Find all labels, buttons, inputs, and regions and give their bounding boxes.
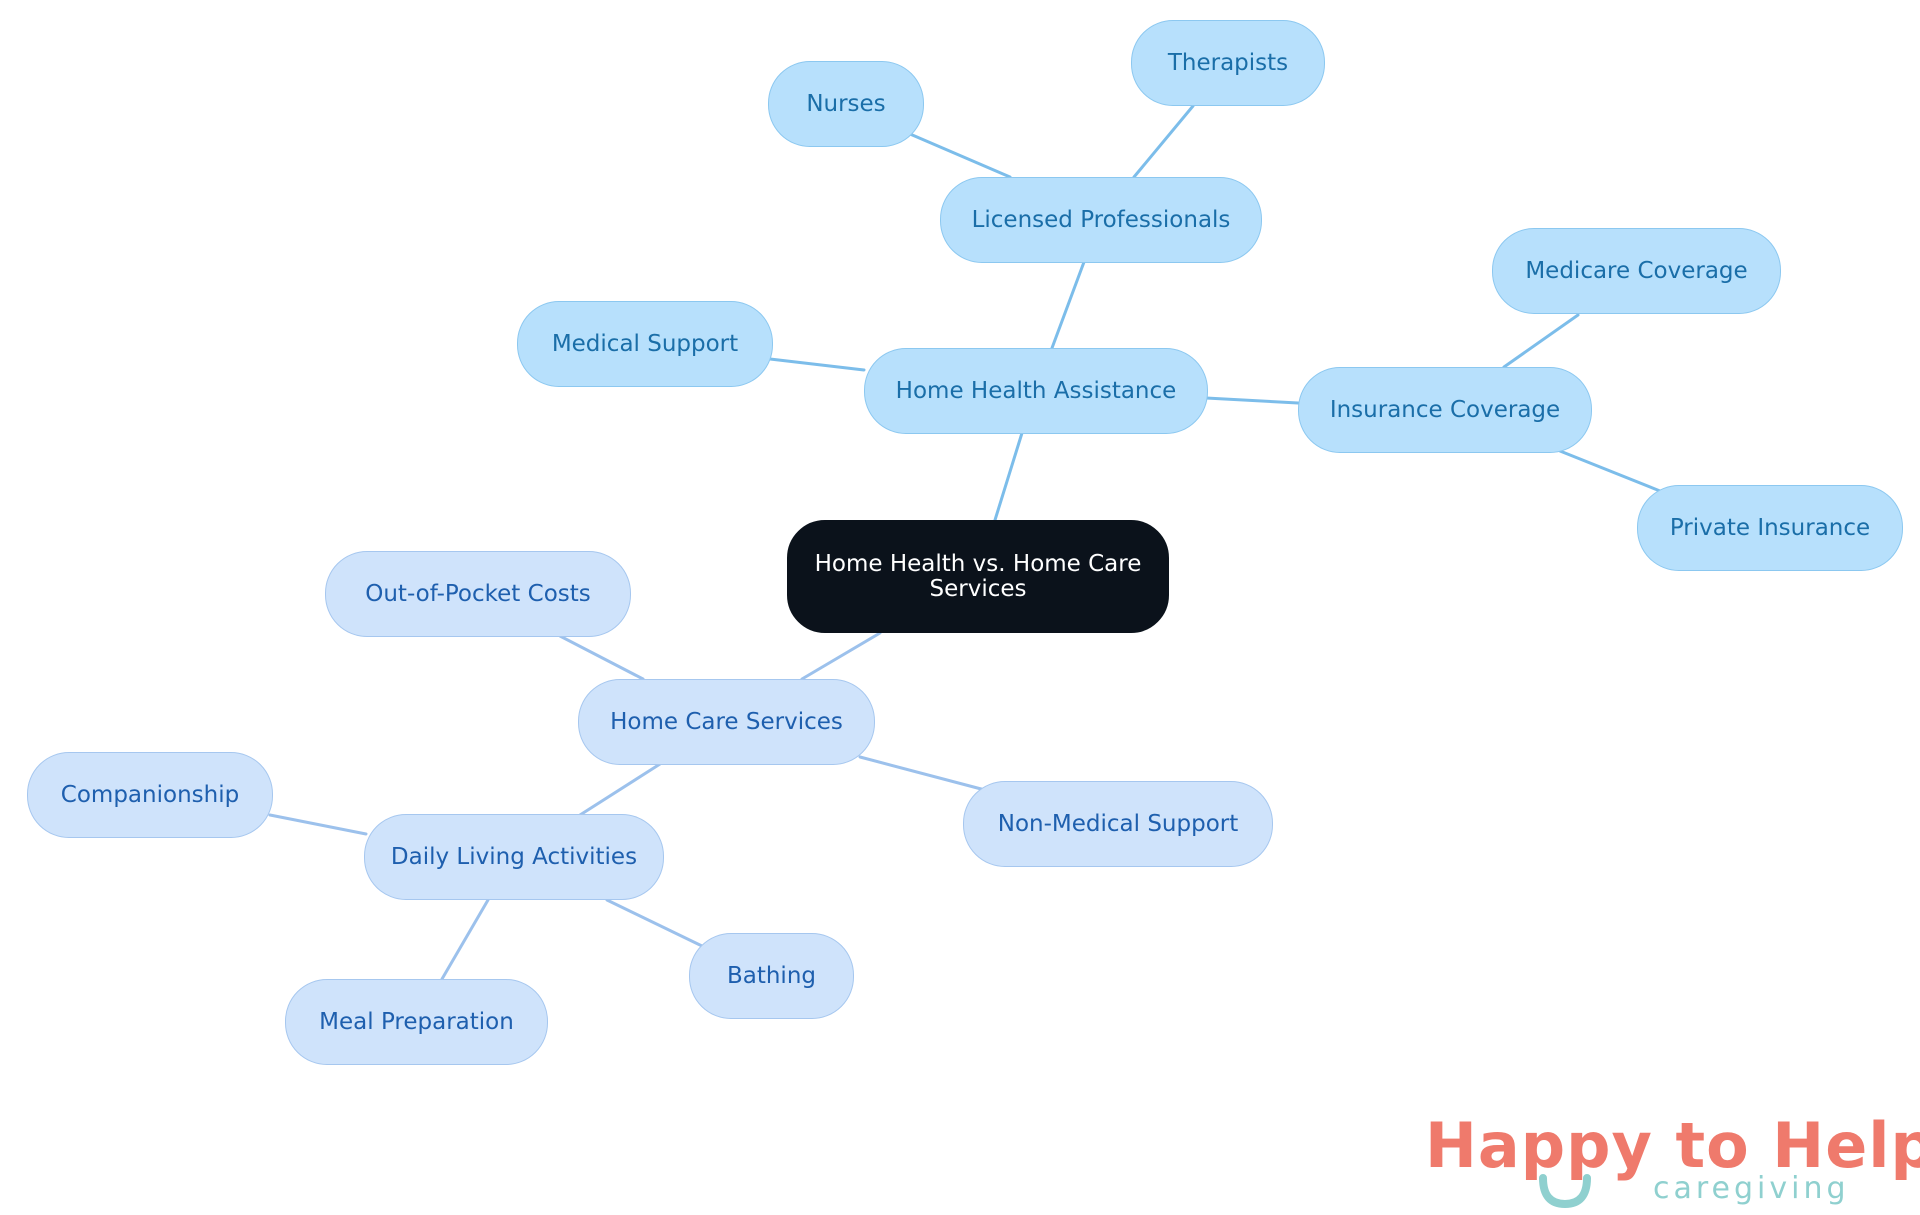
root-node[interactable]: Home Health vs. Home Care Services bbox=[787, 520, 1169, 633]
node-label: Companionship bbox=[60, 782, 240, 808]
edge-insurance-medicare bbox=[1502, 313, 1580, 369]
node-label: Home Care Services bbox=[610, 709, 843, 735]
edge-licensed-nurses bbox=[908, 132, 1012, 179]
node-label: Medicare Coverage bbox=[1525, 258, 1748, 284]
node-label: Insurance Coverage bbox=[1329, 397, 1561, 423]
edge-root-home-care bbox=[800, 631, 882, 681]
node-out-of-pocket-costs[interactable]: Out-of-Pocket Costs bbox=[325, 551, 631, 637]
node-medical-support[interactable]: Medical Support bbox=[517, 301, 773, 387]
brand-logo: Happy to Help caregiving bbox=[1425, 1110, 1920, 1210]
node-label: Non-Medical Support bbox=[997, 811, 1239, 837]
edge-home-health-licensed bbox=[1050, 260, 1086, 350]
node-label: Home Health Assistance bbox=[895, 378, 1177, 404]
node-label: Medical Support bbox=[551, 331, 739, 357]
node-insurance-coverage[interactable]: Insurance Coverage bbox=[1298, 367, 1592, 453]
node-label: Private Insurance bbox=[1669, 515, 1871, 541]
node-home-care-services[interactable]: Home Care Services bbox=[578, 679, 875, 765]
logo-title: Happy to Help bbox=[1425, 1109, 1920, 1182]
edge-licensed-therapists bbox=[1132, 104, 1195, 179]
node-nurses[interactable]: Nurses bbox=[768, 61, 924, 147]
edge-home-care-out-of-pocket bbox=[558, 634, 645, 681]
node-licensed-professionals[interactable]: Licensed Professionals bbox=[940, 177, 1262, 263]
node-label: Meal Preparation bbox=[319, 1009, 514, 1035]
node-medicare-coverage[interactable]: Medicare Coverage bbox=[1492, 228, 1781, 314]
logo-subtitle: caregiving bbox=[1653, 1171, 1850, 1206]
edge-daily-living-bathing bbox=[605, 898, 704, 948]
node-label: Nurses bbox=[806, 91, 886, 117]
node-bathing[interactable]: Bathing bbox=[689, 933, 854, 1019]
node-label: Out-of-Pocket Costs bbox=[365, 581, 591, 607]
node-non-medical-support[interactable]: Non-Medical Support bbox=[963, 781, 1273, 867]
edge-daily-living-companionship bbox=[268, 813, 368, 836]
edge-home-care-non-medical bbox=[858, 755, 987, 792]
node-label: Therapists bbox=[1167, 50, 1289, 76]
node-home-health-assistance[interactable]: Home Health Assistance bbox=[864, 348, 1208, 434]
root-node-label: Home Health vs. Home Care Services bbox=[814, 550, 1142, 602]
edge-home-health-insurance bbox=[1204, 396, 1300, 405]
node-label: Bathing bbox=[726, 963, 817, 989]
node-daily-living-activities[interactable]: Daily Living Activities bbox=[364, 814, 664, 900]
node-meal-preparation[interactable]: Meal Preparation bbox=[285, 979, 548, 1065]
edge-home-health-medical-support bbox=[768, 357, 866, 372]
edge-home-care-daily-living bbox=[578, 762, 662, 817]
node-companionship[interactable]: Companionship bbox=[27, 752, 273, 838]
smile-icon bbox=[1539, 1174, 1591, 1209]
node-therapists[interactable]: Therapists bbox=[1131, 20, 1325, 106]
edge-root-home-health bbox=[993, 431, 1024, 522]
node-private-insurance[interactable]: Private Insurance bbox=[1637, 485, 1903, 571]
node-label: Daily Living Activities bbox=[390, 844, 638, 870]
node-label: Licensed Professionals bbox=[971, 207, 1231, 233]
edge-daily-living-meal-prep bbox=[440, 898, 490, 981]
edge-insurance-private bbox=[1558, 449, 1662, 493]
